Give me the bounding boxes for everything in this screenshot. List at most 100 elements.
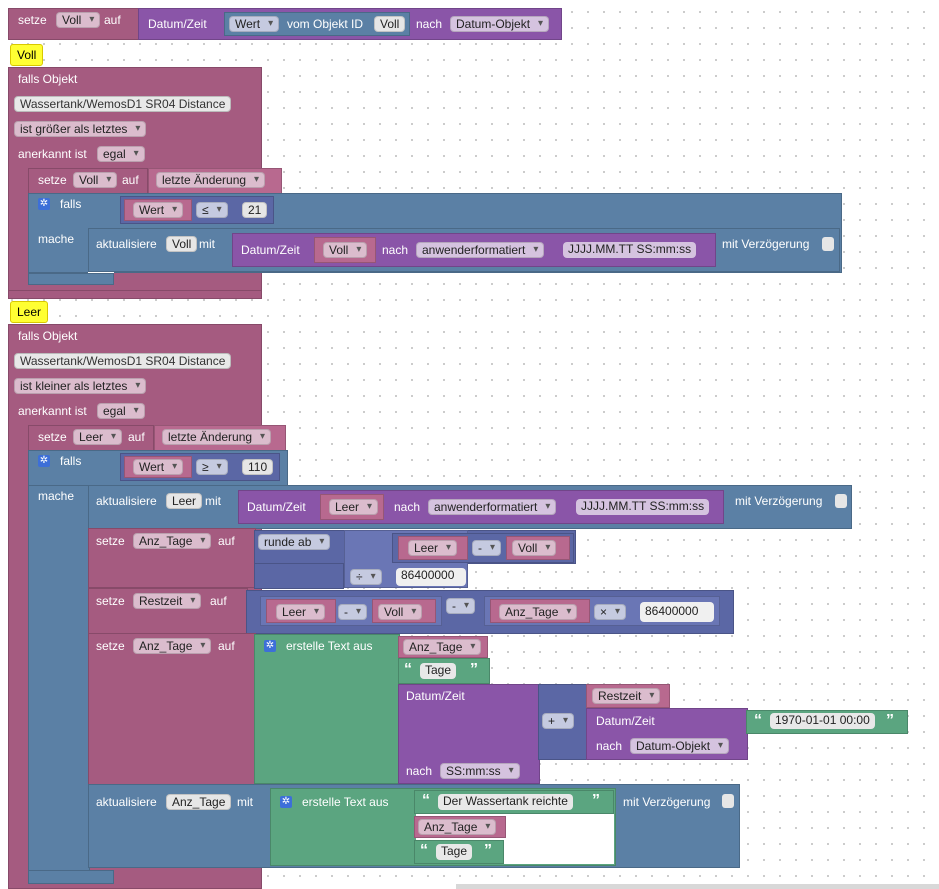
voll-compare-number[interactable]: 21 — [242, 202, 268, 218]
voll-if-block-bottom — [28, 273, 114, 285]
voll-hat-comment[interactable]: Voll — [10, 44, 44, 66]
voll-falls-objekt: falls Objekt — [18, 72, 78, 86]
leer-rest-number[interactable]: 86400000 — [640, 602, 714, 622]
leer-epoch-field[interactable]: 1970-01-01 00:00 — [770, 713, 875, 729]
leer-set-days-var-dropdown[interactable]: Anz_Tage — [133, 533, 212, 549]
voll-last-change-dropdown[interactable]: letzte Änderung — [156, 172, 266, 188]
leer-anerkannt-label: anerkannt ist — [18, 404, 87, 418]
leer-set-to: auf — [128, 430, 145, 444]
top-value-dropdown[interactable]: Wert — [229, 16, 280, 32]
leer-format-dropdown[interactable]: anwenderformatiert — [428, 499, 557, 515]
leer-compare-wert-dropdown[interactable]: Wert — [133, 459, 184, 475]
leer-rest-c-dropdown[interactable]: Anz_Tage — [499, 604, 578, 620]
leer-round-block-body — [254, 563, 344, 589]
top-set-keyword: setze — [18, 13, 47, 27]
leer-round-dropdown[interactable]: runde ab — [258, 534, 331, 550]
leer-pattern-field[interactable]: JJJJ.MM.TT SS:mm:ss — [576, 499, 710, 515]
leer-create-text-gear-icon[interactable]: ✲ — [264, 640, 276, 652]
voll-update-var[interactable]: Voll — [166, 236, 198, 252]
leer-text-item2-field[interactable]: Tage — [420, 663, 457, 679]
voll-datetime-var-dropdown[interactable]: Voll — [323, 242, 368, 258]
voll-set-keyword: setze — [38, 173, 67, 187]
leer-rest-a-dropdown[interactable]: Leer — [276, 604, 326, 620]
leer-rest-b-dropdown[interactable]: Voll — [378, 604, 423, 620]
leer-rest-minus2-dropdown[interactable]: - — [446, 598, 475, 614]
leer-set-text-var-dropdown[interactable]: Anz_Tage — [133, 638, 212, 654]
leer-epoch-datetime-label: Datum/Zeit — [596, 714, 655, 728]
leer-delay-checkbox-icon[interactable] — [835, 494, 847, 508]
leer-set-rest-var-dropdown[interactable]: Restzeit — [133, 593, 202, 609]
leer-rest-var-dropdown[interactable]: Restzeit — [592, 688, 661, 704]
leer-object-id-field[interactable]: Wassertank/WemosD1 SR04 Distance — [14, 353, 232, 369]
voll-compare-op-dropdown[interactable]: ≤ — [196, 202, 228, 218]
leer-subtract-left-dropdown[interactable]: Leer — [408, 540, 458, 556]
leer-if-gear-icon[interactable]: ✲ — [38, 455, 50, 467]
voll-pattern-field[interactable]: JJJJ.MM.TT SS:mm:ss — [563, 242, 697, 258]
voll-datetime-nach: nach — [382, 243, 409, 257]
voll-format-dropdown[interactable]: anwenderformatiert — [416, 242, 545, 258]
leer-update-var[interactable]: Leer — [166, 493, 203, 509]
voll-update-mit: mit — [199, 237, 215, 251]
voll-set-var-dropdown[interactable]: Voll — [73, 172, 118, 188]
leer-create-text-block[interactable] — [254, 634, 400, 784]
leer-if-label: falls — [60, 454, 82, 468]
leer-set-text-block[interactable] — [88, 633, 256, 785]
leer-text-datetime-label: Datum/Zeit — [406, 689, 465, 703]
leer-update-mit: mit — [205, 494, 221, 508]
leer-if-block-bottom — [28, 870, 114, 884]
leer-update-text1-field[interactable]: Der Wassertank reichte — [438, 794, 573, 810]
leer-plus-dropdown[interactable]: + — [542, 713, 575, 729]
leer-set-days-to: auf — [218, 534, 235, 548]
voll-delay-checkbox-icon[interactable] — [822, 237, 834, 251]
leer-rest-minus-dropdown[interactable]: - — [338, 604, 367, 620]
voll-object-id-field[interactable]: Wassertank/WemosD1 SR04 Distance — [14, 96, 232, 112]
leer-datetime-nach: nach — [394, 500, 421, 514]
leer-update-days-var[interactable]: Anz_Tage — [166, 794, 232, 810]
leer-update-text3-field[interactable]: Tage — [436, 844, 473, 860]
leer-epoch-close-quote-icon: ” — [886, 712, 894, 729]
leer-update-text3-open-quote-icon: “ — [420, 842, 428, 859]
leer-rest-multiply-dropdown[interactable]: × — [594, 604, 627, 620]
leer-update-days-mit: mit — [237, 795, 253, 809]
leer-set-var-dropdown[interactable]: Leer — [73, 429, 123, 445]
leer-text-item2-close-quote-icon: ” — [470, 661, 478, 678]
voll-if-gear-icon[interactable]: ✲ — [38, 198, 50, 210]
leer-divide-number[interactable]: 86400000 — [396, 568, 466, 586]
top-object-id-field[interactable]: Voll — [374, 16, 406, 32]
leer-compare-number[interactable]: 110 — [242, 459, 274, 475]
workspace-horizontal-scrollbar[interactable] — [456, 884, 939, 889]
top-datetime-label: Datum/Zeit — [148, 17, 207, 31]
leer-set-keyword: setze — [38, 430, 67, 444]
leer-text-datetime-format-dropdown[interactable]: SS:mm:ss — [440, 763, 520, 779]
leer-subtract-op-dropdown[interactable]: - — [472, 540, 501, 556]
leer-last-change-dropdown[interactable]: letzte Änderung — [162, 429, 272, 445]
leer-hat-comment[interactable]: Leer — [10, 301, 49, 323]
leer-set-rest-to: auf — [210, 594, 227, 608]
leer-epoch-format-dropdown[interactable]: Datum-Objekt — [630, 738, 730, 754]
leer-update-text2-dropdown[interactable]: Anz_Tage — [418, 819, 497, 835]
top-format-dropdown[interactable]: Datum-Objekt — [450, 16, 550, 32]
leer-create-text-label: erstelle Text aus — [286, 639, 373, 653]
leer-update-days-delay-label: mit Verzögerung — [623, 795, 711, 809]
leer-datetime-var-dropdown[interactable]: Leer — [329, 499, 379, 515]
leer-set-text-keyword: setze — [96, 639, 125, 653]
leer-falls-objekt: falls Objekt — [18, 329, 78, 343]
leer-divide-op-dropdown[interactable]: ÷ — [350, 569, 382, 585]
leer-compare-op-dropdown[interactable]: ≥ — [196, 459, 228, 475]
voll-event-bottom — [8, 290, 262, 299]
leer-condition-dropdown[interactable]: ist kleiner als letztes — [14, 378, 147, 394]
voll-mache-label: mache — [38, 232, 75, 246]
leer-update-days-keyword: aktualisiere — [96, 795, 157, 809]
leer-update-create-text-gear-icon[interactable]: ✲ — [280, 796, 292, 808]
voll-condition-dropdown[interactable]: ist größer als letztes — [14, 121, 147, 137]
leer-update-text1-close-quote-icon: ” — [592, 792, 600, 809]
leer-text-item1-dropdown[interactable]: Anz_Tage — [403, 639, 482, 655]
leer-subtract-right-dropdown[interactable]: Voll — [512, 540, 557, 556]
leer-update-create-text-label: erstelle Text aus — [302, 795, 389, 809]
leer-update-days-delay-checkbox-icon[interactable] — [722, 794, 734, 808]
top-set-var-dropdown[interactable]: Voll — [56, 12, 101, 28]
leer-anerkannt-dropdown[interactable]: egal — [97, 403, 145, 419]
voll-compare-wert-dropdown[interactable]: Wert — [133, 202, 184, 218]
voll-anerkannt-dropdown[interactable]: egal — [97, 146, 145, 162]
top-nach-label: nach — [416, 17, 443, 31]
